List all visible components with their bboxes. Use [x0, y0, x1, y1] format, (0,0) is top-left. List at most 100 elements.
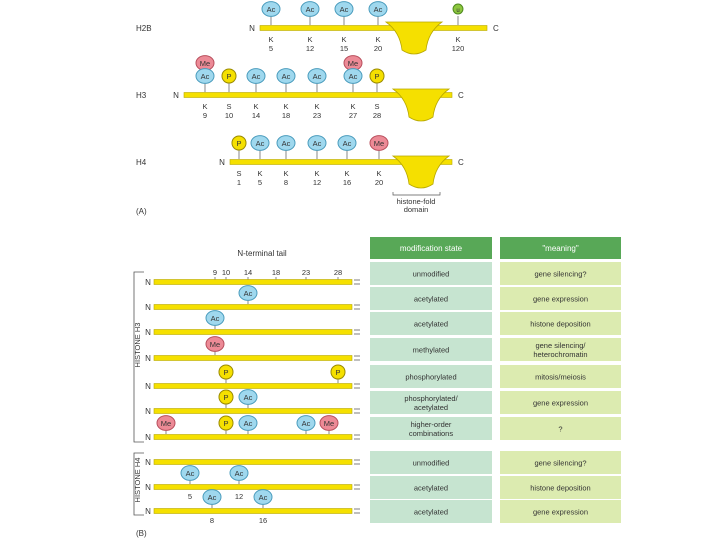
- state-cell: [370, 287, 492, 310]
- mark-label: Ac: [349, 72, 358, 81]
- mark-ac-badge: Ac: [202, 489, 222, 505]
- mark-ac-badge: Ac: [368, 1, 388, 17]
- residue-position: 27: [349, 111, 357, 120]
- chain-continues-marker: [354, 304, 360, 310]
- residue-aa: K: [253, 102, 258, 111]
- group-label-h3: HISTONE H3: [133, 323, 142, 368]
- meaning-cell: [500, 312, 621, 335]
- c-terminus-label: C: [458, 158, 464, 167]
- histone-fold-domain: [384, 21, 444, 55]
- meaning-cell: [500, 476, 621, 499]
- col-header-meaning-label: "meaning": [542, 244, 579, 253]
- residue-aa: K: [455, 35, 460, 44]
- mark-label: Ac: [313, 72, 322, 81]
- mark-label: Ac: [235, 469, 244, 478]
- residue-aa: K: [268, 35, 273, 44]
- meaning-cell: [500, 338, 621, 361]
- mark-label: Ac: [302, 419, 311, 428]
- acetyl-ellipse: [307, 135, 327, 151]
- state-text: combinations: [409, 429, 453, 438]
- state-cell: [370, 476, 492, 499]
- acetyl-ellipse: [334, 1, 354, 17]
- histone-chain-bar: [183, 92, 453, 98]
- acetyl-ellipse: [296, 415, 316, 431]
- acetyl-ellipse: [180, 465, 200, 481]
- mark-label: Me: [210, 340, 220, 349]
- histone-name: H4: [136, 158, 147, 167]
- histone-tail-bar: [153, 459, 353, 465]
- mark-ac-badge: Ac: [180, 465, 200, 481]
- residue-position: 20: [375, 178, 383, 187]
- residue-aa: K: [307, 35, 312, 44]
- meaning-text: gene silencing/: [535, 341, 586, 350]
- residue-aa: K: [350, 102, 355, 111]
- mark-ac-badge: Ac: [195, 68, 215, 84]
- mark-ac-badge: Ac: [343, 68, 363, 84]
- histone-tail-bar: [153, 279, 353, 285]
- acetyl-ellipse: [238, 415, 258, 431]
- histone-chain-bar: [259, 25, 488, 31]
- mark-label: Ac: [244, 289, 253, 298]
- state-text: phosphorylated/: [404, 394, 458, 403]
- phospho-circle: [369, 68, 385, 84]
- residue-position: 1: [237, 178, 241, 187]
- meaning-text: gene expression: [533, 508, 588, 517]
- residue-aa: K: [341, 35, 346, 44]
- residue-position: 10: [225, 111, 233, 120]
- chain-continues-marker: [354, 279, 360, 285]
- phospho-circle: [218, 389, 234, 405]
- acetyl-ellipse: [238, 285, 258, 301]
- mark-label: P: [223, 368, 228, 377]
- group-label-h4: HISTONE H4: [133, 458, 142, 503]
- residue-aa: K: [202, 102, 207, 111]
- scale-tick-label: 10: [222, 268, 230, 277]
- meaning-text: mitosis/meiosis: [535, 373, 586, 382]
- n-terminus-label: N: [219, 158, 225, 167]
- mark-ac-badge: Ac: [238, 389, 258, 405]
- residue-aa: K: [376, 169, 381, 178]
- residue-position: 12: [313, 178, 321, 187]
- state-cell: [370, 451, 492, 474]
- state-text: acetylated: [414, 295, 448, 304]
- col-header-meaning: [500, 237, 621, 259]
- residue-aa: K: [314, 102, 319, 111]
- residue-aa: S: [226, 102, 231, 111]
- state-text: unmodified: [413, 270, 450, 279]
- mark-p-badge: P: [369, 68, 385, 84]
- mark-ac-badge: Ac: [229, 465, 249, 481]
- state-cell: [370, 365, 492, 388]
- mark-label: Ac: [267, 5, 276, 14]
- acetyl-ellipse: [343, 68, 363, 84]
- meaning-text: gene silencing?: [534, 270, 586, 279]
- group-bracket-h4: [133, 452, 144, 516]
- phospho-circle: [330, 364, 346, 380]
- residue-aa: K: [314, 169, 319, 178]
- meaning-cell: [500, 287, 621, 310]
- methyl-ellipse: [205, 336, 225, 352]
- mark-label: Ac: [186, 469, 195, 478]
- mark-label: P: [335, 368, 340, 377]
- mark-me-badge: Me: [319, 415, 339, 431]
- methyl-ellipse: [156, 415, 176, 431]
- mark-ac-badge: Ac: [300, 1, 320, 17]
- meaning-cell: [500, 451, 621, 474]
- mark-ac-badge: Ac: [205, 310, 225, 326]
- mark-ac-badge: Ac: [238, 285, 258, 301]
- acetyl-ellipse: [276, 68, 296, 84]
- phospho-circle: [231, 135, 247, 151]
- residue-aa: K: [283, 169, 288, 178]
- meaning-cell: [500, 417, 621, 440]
- phospho-circle: [218, 364, 234, 380]
- mark-label: Me: [324, 419, 334, 428]
- mark-p-badge: P: [218, 415, 234, 431]
- histone-tail-bar: [153, 484, 353, 490]
- mark-label: P: [226, 72, 231, 81]
- acetyl-ellipse: [195, 68, 215, 84]
- state-cell: [370, 338, 492, 361]
- meaning-cell: [500, 365, 621, 388]
- mark-label: Ac: [340, 5, 349, 14]
- histone-tail-bar: [153, 304, 353, 310]
